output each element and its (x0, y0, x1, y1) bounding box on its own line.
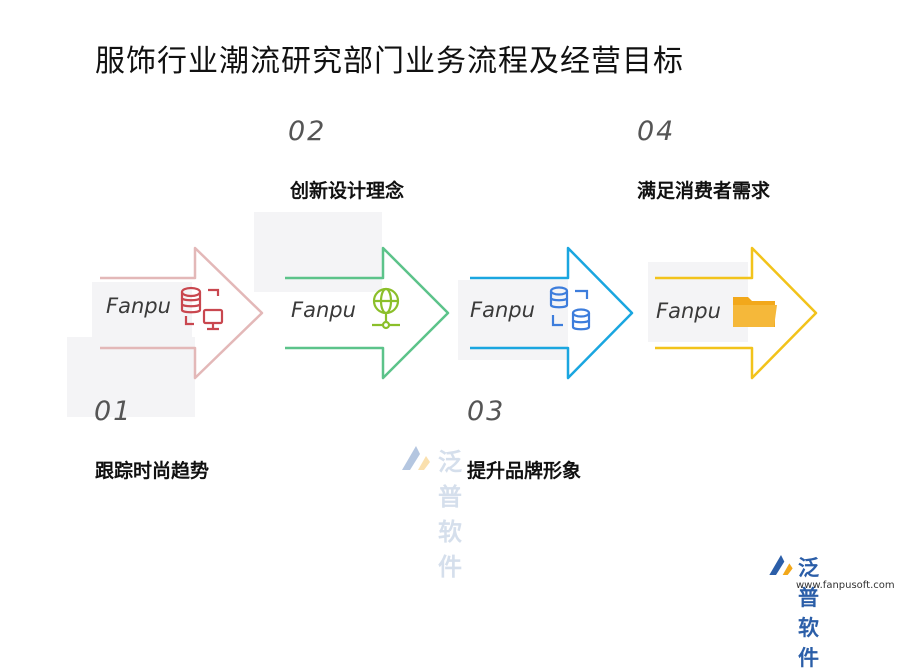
step-label: 创新设计理念 (290, 180, 405, 202)
step-label: 满足消费者需求 (637, 180, 771, 202)
globe-network-icon (372, 287, 400, 330)
step-label: 提升品牌形象 (467, 460, 582, 482)
arrow-step-4 (655, 246, 818, 380)
arrow-step-3 (470, 246, 634, 380)
logo-text: 泛普软件 (798, 556, 819, 670)
corner-logo: 泛普软件 www.fanpusoft.com (766, 550, 895, 670)
step-number: 03 (467, 396, 506, 427)
arrow-step-2 (285, 246, 450, 380)
step-number: 01 (94, 396, 133, 427)
logo-text: 泛普软件 (438, 448, 462, 581)
arrow-watermark: Fanpu (656, 299, 721, 323)
logo-mark-icon (402, 446, 430, 470)
database-sync-icon (549, 286, 591, 331)
page-title: 服饰行业潮流研究部门业务流程及经营目标 (95, 44, 684, 79)
background-block (67, 337, 195, 417)
background-block (92, 282, 192, 337)
background-block (458, 280, 568, 360)
logo-mark-icon (769, 555, 793, 575)
database-monitor-icon (180, 286, 224, 331)
arrow-watermark: Fanpu (291, 298, 356, 322)
arrow-watermark: Fanpu (470, 298, 535, 322)
background-block (648, 262, 748, 342)
arrow-watermark: Fanpu (106, 294, 171, 318)
step-label: 跟踪时尚趋势 (95, 460, 210, 482)
step-number: 04 (637, 116, 676, 147)
logo-url: www.fanpusoft.com (796, 580, 895, 591)
center-watermark-logo: 泛普软件 (398, 440, 462, 581)
arrow-step-1 (100, 246, 264, 380)
step-number: 02 (288, 116, 327, 147)
folder-icon (733, 297, 777, 327)
